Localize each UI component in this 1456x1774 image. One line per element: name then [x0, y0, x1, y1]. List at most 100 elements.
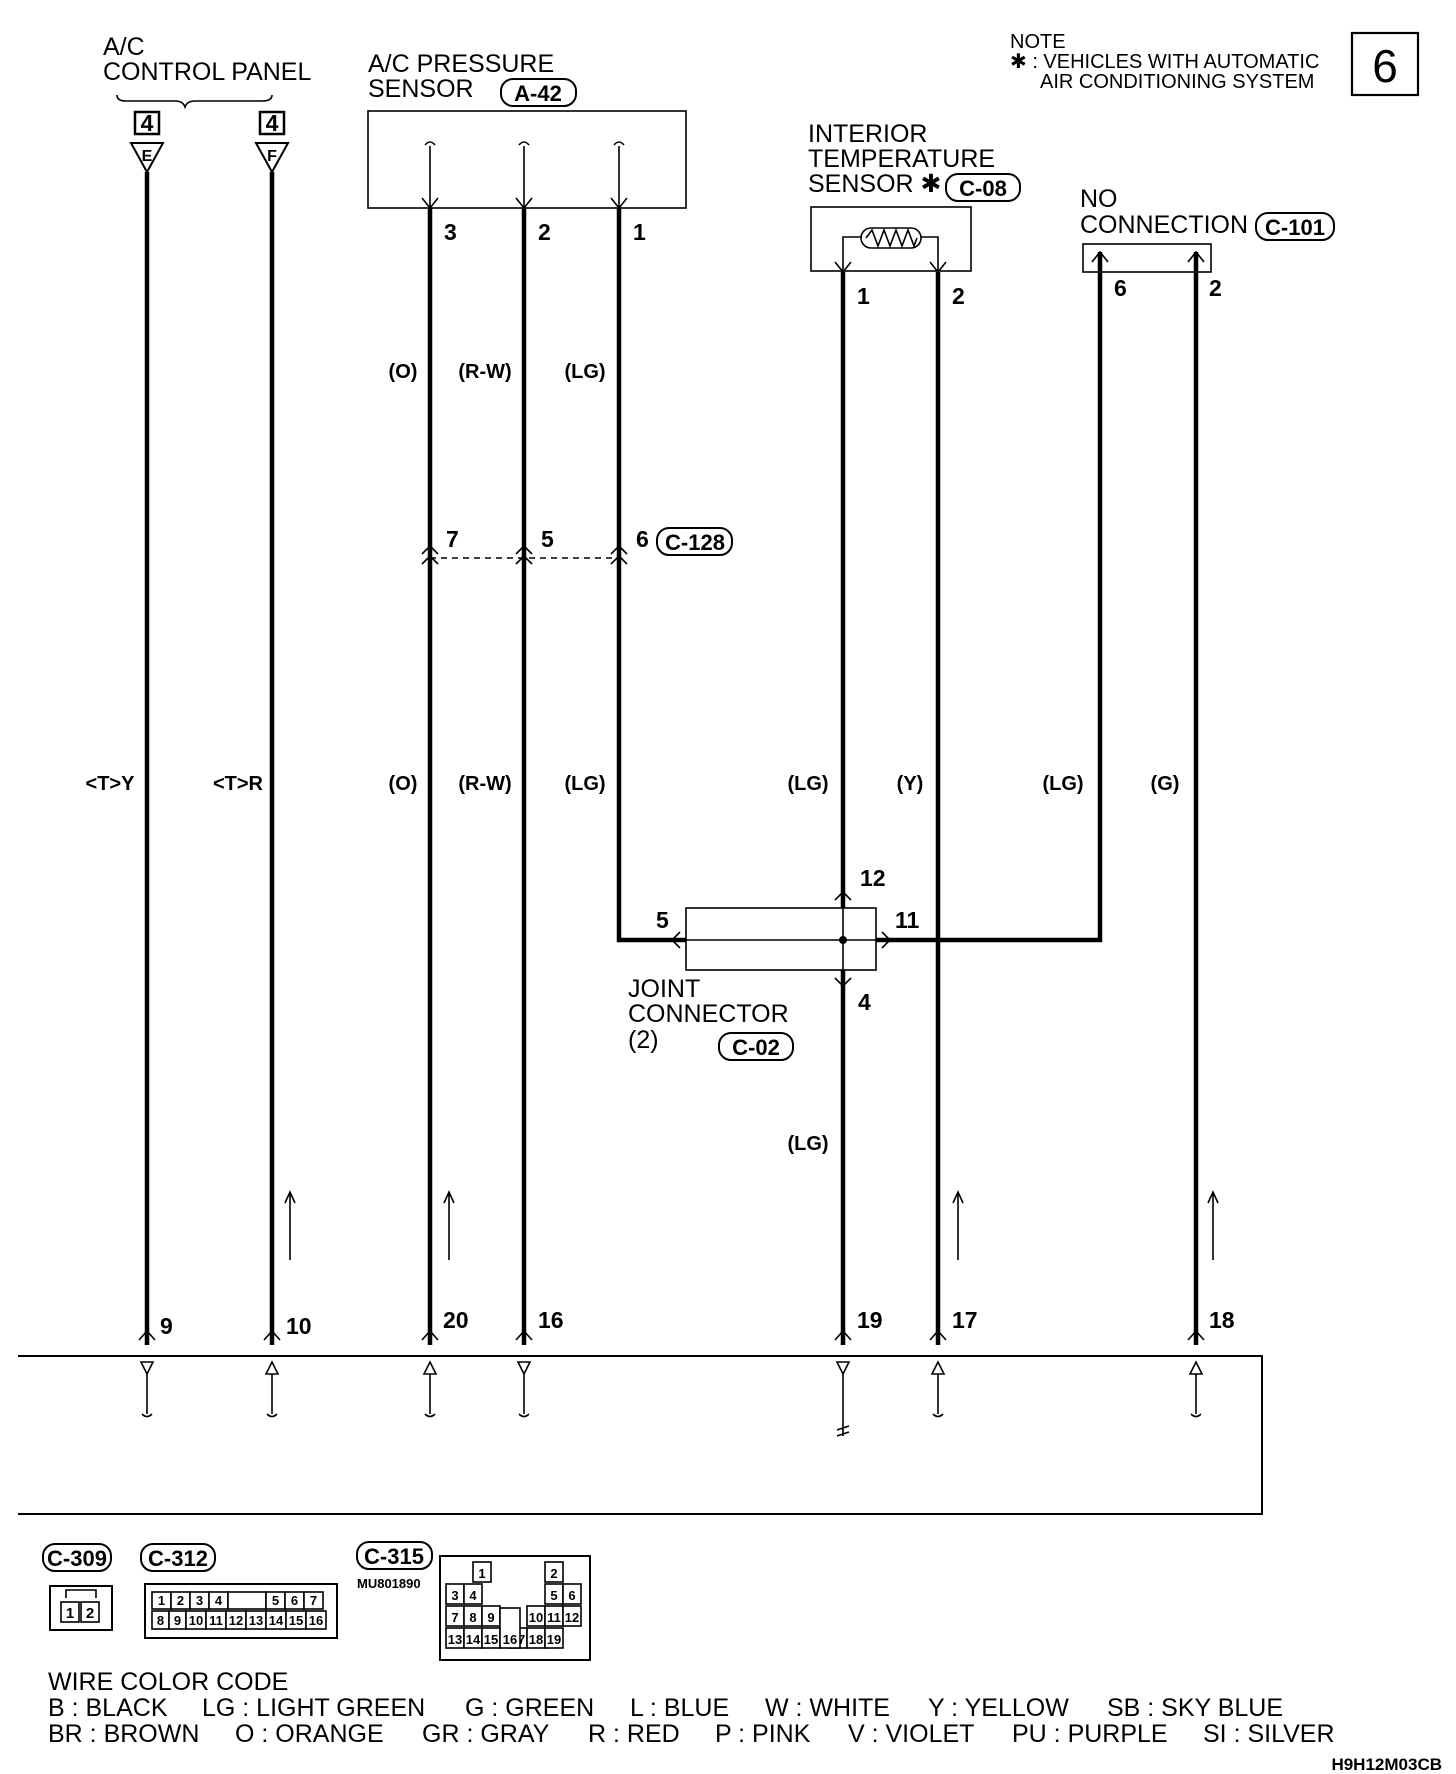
panel-letter-e: E: [142, 148, 153, 165]
c312-pin-13: 13: [249, 1613, 263, 1628]
interior-temperature-sensor: INTERIOR TEMPERATURE SENSOR ✱ C-08 1 2: [808, 120, 1021, 309]
c312-pin-12: 12: [229, 1613, 243, 1628]
legend-p: P : PINK: [715, 1720, 811, 1748]
c315-pin-11: 11: [547, 1610, 561, 1625]
no-connection: NO CONNECTION C-101 6 2: [1080, 185, 1335, 301]
pressure-pin-1: 1: [633, 219, 646, 245]
c315-pin-5: 5: [550, 1588, 557, 1603]
c312-pin-11: 11: [209, 1613, 223, 1628]
c315-label: C-315: [364, 1544, 424, 1569]
c312-pin-7: 7: [310, 1593, 317, 1608]
legend-l: L : BLUE: [630, 1694, 729, 1722]
c312-pin-4: 4: [215, 1593, 223, 1608]
ecu-pin-17: 17: [952, 1307, 978, 1333]
connector-view-c309: C-309 1 2: [42, 1543, 113, 1631]
c315-part-number: MU801890: [357, 1576, 421, 1591]
ecu-pin-20: 20: [443, 1307, 469, 1333]
c315-pin-16-cell: [499, 1607, 521, 1649]
connector-a42-label: A-42: [514, 81, 562, 106]
page-number-box: 6: [1350, 31, 1420, 97]
pressure-pin-2: 2: [538, 219, 551, 245]
legend-g: G : GREEN: [465, 1694, 594, 1722]
ecu-unit: 9 10 20 16 19 17 18: [18, 1307, 1263, 1515]
legend-y: Y : YELLOW: [928, 1694, 1069, 1722]
c315-pin-10: 10: [529, 1610, 543, 1625]
connector-c101-label: C-101: [1265, 215, 1325, 240]
c312-pin-16: 16: [309, 1613, 323, 1628]
connector-c02-label: C-02: [732, 1035, 780, 1060]
c312-pin-7-cell: [303, 1591, 324, 1610]
c312-pin-8: 8: [157, 1613, 164, 1628]
legend-title: WIRE COLOR CODE: [48, 1668, 288, 1696]
no-connection-pin-6: 6: [1114, 275, 1127, 301]
ac-control-panel: A/C CONTROL PANEL 4 E 4 F: [103, 33, 311, 175]
legend-w: W : WHITE: [765, 1694, 890, 1722]
joint-label-3: (2): [628, 1026, 659, 1054]
panel-tag-right: 4: [266, 110, 279, 136]
temp-pin-1: 1: [857, 283, 870, 309]
wire-color-lg-middle-2: (LG): [787, 773, 828, 795]
joint-pin-11: 11: [895, 907, 920, 933]
c312-pin-1: 1: [158, 1593, 165, 1608]
wire-color-g-middle: (G): [1151, 773, 1180, 795]
c315-pin-4: 4: [469, 1588, 477, 1603]
wire-labels-upper: (O) (R-W) (LG): [389, 361, 606, 383]
panel-letter-f: F: [267, 148, 277, 165]
wire-color-rw-middle: (R-W): [458, 773, 511, 795]
ecu-pin-16: 16: [538, 1307, 564, 1333]
c315-pin-6: 6: [568, 1588, 575, 1603]
wire-color-lg-middle-3: (LG): [1042, 773, 1083, 795]
c315-pin-16: 16: [503, 1632, 517, 1647]
c312-pin-10: 10: [189, 1613, 203, 1628]
c315-pin-6-cell: [562, 1583, 582, 1605]
pressure-sensor-label-2: SENSOR: [368, 75, 474, 103]
legend-gr: GR : GRAY: [422, 1720, 550, 1748]
wire-color-o-upper: (O): [389, 361, 418, 383]
c315-pin-1-cell: [472, 1561, 492, 1583]
wires: [144, 172, 1199, 1345]
wire-color-rw-upper: (R-W): [458, 361, 511, 383]
legend-br: BR : BROWN: [48, 1720, 199, 1748]
wire-color-legend: WIRE COLOR CODE B : BLACK LG : LIGHT GRE…: [48, 1668, 1335, 1748]
panel-tag-left: 4: [141, 110, 154, 136]
c309-pin-2: 2: [86, 1605, 94, 1622]
c315-pin-19: 19: [547, 1632, 561, 1647]
signal-arrows: [284, 1190, 1219, 1260]
c312-pin-14: 14: [269, 1613, 284, 1628]
c312-label: C-312: [148, 1546, 208, 1571]
legend-v: V : VIOLET: [848, 1720, 974, 1748]
legend-sb: SB : SKY BLUE: [1107, 1694, 1283, 1722]
ac-control-panel-label-2: CONTROL PANEL: [103, 58, 311, 86]
temp-sensor-label-1: INTERIOR: [808, 120, 927, 148]
c315-pin-15: 15: [484, 1632, 498, 1647]
c315-pin-4-cell: [463, 1583, 483, 1605]
note-block: NOTE ✱ : VEHICLES WITH AUTOMATIC AIR CON…: [1010, 31, 1319, 93]
pressure-sensor-label-1: A/C PRESSURE: [368, 50, 554, 78]
c312-pin-key-cell: [227, 1591, 267, 1610]
temp-sensor-label-3: SENSOR ✱: [808, 170, 941, 198]
wire-color-tr: <T>R: [213, 773, 264, 795]
wire-labels-middle: <T>Y <T>R (O) (R-W) (LG) (LG) (Y) (LG) (…: [86, 773, 1180, 795]
no-connection-label-2: CONNECTION: [1080, 211, 1248, 239]
ac-control-panel-label-1: A/C: [103, 33, 145, 61]
c312-pin-16-cell: [305, 1610, 327, 1630]
wire-color-o-middle: (O): [389, 773, 418, 795]
c315-pin-1: 1: [478, 1566, 485, 1581]
c315-pin-14: 14: [466, 1632, 481, 1647]
note-line-2: AIR CONDITIONING SYSTEM: [1040, 71, 1314, 93]
intermediate-connector-c128: 7 5 6 C-128: [421, 526, 733, 565]
legend-o: O : ORANGE: [235, 1720, 384, 1748]
page-number: 6: [1372, 40, 1398, 92]
wire-color-lg-upper: (LG): [564, 361, 605, 383]
c312-pin-9: 9: [174, 1613, 181, 1628]
c128-pin-7: 7: [446, 526, 459, 552]
c312-pin-6: 6: [291, 1593, 298, 1608]
figure-code: H9H12M03CB: [1331, 1755, 1442, 1774]
c309-pin-1: 1: [66, 1605, 74, 1622]
no-connection-label-1: NO: [1080, 185, 1118, 213]
connector-c128-label: C-128: [665, 530, 725, 555]
connector-c08-label: C-08: [959, 176, 1007, 201]
